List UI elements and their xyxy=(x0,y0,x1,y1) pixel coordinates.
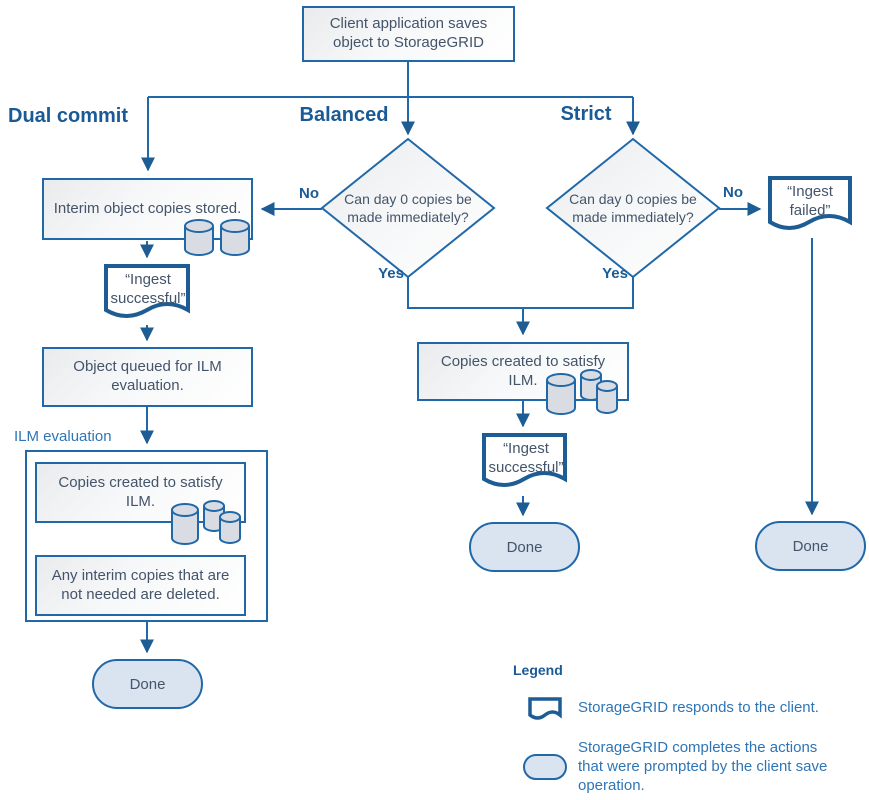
storage-cylinders-icon xyxy=(171,500,241,545)
balanced-no-label: No xyxy=(299,185,319,202)
copies-created-box-left: Copies created to satisfy ILM. xyxy=(35,462,246,523)
document-icon xyxy=(528,697,562,720)
ingest-failed-text: “Ingest failed” xyxy=(787,182,833,220)
legend-title: Legend xyxy=(513,662,563,678)
strict-decision-diamond xyxy=(545,137,721,279)
balanced-yes-label: Yes xyxy=(378,265,404,282)
interim-copies-box: Interim object copies stored. xyxy=(42,178,253,240)
done-terminator-middle: Done xyxy=(469,522,580,572)
balanced-decision-text: Can day 0 copies be made immediately? xyxy=(344,190,472,225)
done-terminator-left: Done xyxy=(92,659,203,709)
strict-yes-label: Yes xyxy=(602,265,628,282)
ilm-evaluation-label: ILM evaluation xyxy=(14,428,112,445)
legend-item-label: StorageGRID responds to the client. xyxy=(578,699,819,716)
strict-no-label: No xyxy=(723,184,743,201)
ingest-successful-doc-left xyxy=(104,264,190,318)
ingest-successful-text-middle: “Ingest successful” xyxy=(488,439,564,477)
branch-header-strict: Strict xyxy=(560,103,612,125)
done-terminator-right: Done xyxy=(755,521,866,571)
start-box: Client application saves object to Stora… xyxy=(302,6,515,62)
storage-cylinders-icon xyxy=(184,219,250,256)
storage-cylinders-icon xyxy=(546,369,618,415)
ingest-successful-text-left: “Ingest successful” xyxy=(110,270,186,308)
flow-arrows xyxy=(140,62,819,654)
response-documents xyxy=(104,176,852,487)
branch-header-dual-commit: Dual commit xyxy=(8,105,129,127)
ingest-failed-doc xyxy=(768,176,852,230)
ingest-successful-doc-middle xyxy=(482,433,567,487)
branch-header-balanced: Balanced xyxy=(299,104,389,126)
object-queued-box: Object queued for ILM evaluation. xyxy=(42,347,253,407)
balanced-decision-diamond xyxy=(320,137,496,279)
terminator-icon xyxy=(523,754,567,780)
legend-item-label: StorageGRID completes the actions that w… xyxy=(578,739,828,794)
interim-deleted-box: Any interim copies that are not needed a… xyxy=(35,555,246,616)
strict-decision-text: Can day 0 copies be made immediately? xyxy=(569,190,697,225)
